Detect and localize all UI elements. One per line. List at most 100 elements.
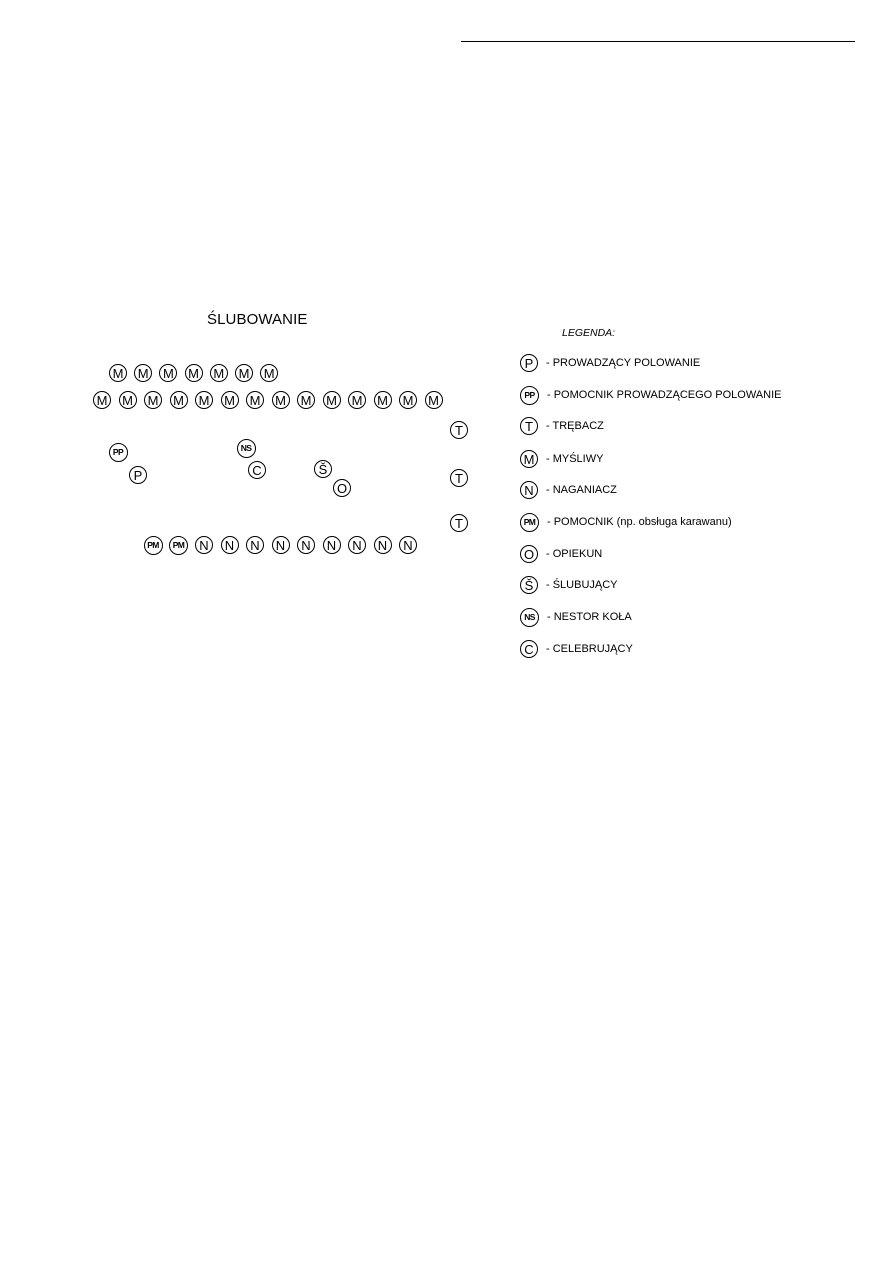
trumpeter-token-label: T: [455, 470, 463, 486]
beater-token: N: [271, 536, 290, 554]
leader-token-label: P: [133, 467, 143, 483]
legend-item-label: - POMOCNIK (np. obsługa karawanu): [547, 516, 732, 528]
legend-symbol-token-label: PP: [524, 389, 535, 400]
assistant-token-label: PM: [147, 539, 159, 550]
legend-item: N - NAGANIACZ: [520, 479, 617, 501]
leader-assistant-token-label: PP: [112, 446, 124, 457]
hunter-token-label: M: [428, 392, 439, 408]
oath-taker-token: Š: [314, 460, 332, 478]
hunter-token-label: M: [173, 392, 184, 408]
diagram-title: ŚLUBOWANIE: [207, 311, 308, 328]
hunter-token-label: M: [263, 365, 275, 381]
legend-symbol-token: PP: [520, 385, 539, 405]
beater-token-label: N: [352, 537, 362, 553]
beater-token: N: [246, 536, 264, 554]
trumpeter-token: T: [450, 514, 468, 532]
legend-symbol-token-label: NS: [524, 611, 535, 622]
hunter-token-label: M: [96, 392, 108, 408]
beater-token-label: N: [199, 537, 209, 553]
legend-item: C - CELEBRUJĄCY: [520, 638, 633, 660]
legend-item: O - OPIEKUN: [520, 543, 602, 565]
beater-token-label: N: [301, 537, 311, 553]
trumpeter-token-label: T: [455, 515, 463, 531]
hunter-token: M: [246, 391, 264, 409]
legend-symbol-token: T: [520, 417, 538, 435]
legend-symbol-token: PM: [520, 512, 539, 532]
legend-symbol-token: NS: [520, 607, 539, 627]
beater-token-label: N: [275, 537, 286, 553]
celebrant-token: C: [248, 461, 266, 479]
legend-item: Š- ŚLUBUJĄCY: [520, 574, 618, 596]
beater-token: N: [297, 536, 315, 554]
beater-token-label: N: [377, 537, 388, 553]
hunter-token-label: M: [137, 365, 149, 381]
hunter-token-label: M: [351, 392, 363, 408]
hunter-token: M: [118, 391, 137, 409]
hunter-token-label: M: [198, 392, 210, 408]
guardian-token: O: [333, 479, 351, 497]
hunter-token-label: M: [147, 392, 159, 408]
hunter-token-label: M: [213, 365, 225, 381]
beater-token: N: [220, 536, 239, 554]
hunter-token-label: M: [275, 392, 286, 408]
beater-token-label: N: [224, 537, 235, 553]
hunter-token: M: [235, 364, 253, 382]
hunter-token: M: [348, 391, 366, 409]
legend-symbol-token-label: C: [524, 641, 534, 657]
header-rule: [461, 41, 855, 42]
hunter-token: M: [271, 391, 290, 409]
beater-token: N: [399, 536, 417, 554]
legend-symbol-token-label: N: [524, 482, 534, 498]
nestor-token-label: NS: [240, 442, 252, 453]
beater-token: N: [373, 536, 392, 554]
legend-item-label: - TRĘBACZ: [546, 420, 604, 432]
legend-item: PP- POMOCNIK PROWADZĄCEGO POLOWANIE: [520, 384, 781, 406]
legend-symbol-token-label: O: [523, 546, 535, 562]
hunter-token: M: [220, 391, 239, 409]
legend-symbol-token: Š: [520, 576, 538, 594]
hunter-token: M: [144, 391, 162, 409]
hunter-token: M: [184, 364, 203, 382]
leader-assistant-token: PP: [108, 442, 128, 462]
legend-item-label: - OPIEKUN: [546, 548, 603, 560]
hunter-token: M: [109, 364, 127, 382]
legend-symbol-token-label: PM: [523, 516, 536, 527]
hunter-token: M: [169, 391, 188, 409]
hunter-token-label: M: [300, 392, 312, 408]
hunter-token-label: M: [188, 365, 200, 381]
legend-item-label: - NAGANIACZ: [546, 484, 617, 496]
legend-item: M- MYŚLIWY: [520, 448, 603, 470]
hunter-token: M: [134, 364, 153, 382]
beater-token-label: N: [403, 537, 413, 553]
legend-symbol-token-label: P: [524, 355, 534, 371]
assistant-token: PM: [143, 535, 163, 555]
celebrant-token-label: C: [252, 462, 262, 478]
legend-item-label: - PROWADZĄCY POLOWANIE: [546, 357, 701, 369]
trumpeter-token: T: [450, 421, 468, 439]
hunter-token: M: [93, 391, 111, 409]
hunter-token: M: [195, 391, 213, 409]
hunter-token-label: M: [238, 365, 250, 381]
beater-token: N: [348, 536, 366, 554]
legend-symbol-token-label: M: [523, 451, 535, 467]
hunter-token: M: [399, 391, 417, 409]
leader-token: P: [129, 466, 147, 484]
oath-taker-token-label: Š: [318, 461, 328, 477]
hunter-token: M: [373, 391, 392, 409]
hunter-token-label: M: [377, 392, 388, 408]
legend-symbol-token: C: [520, 640, 538, 658]
nestor-token: NS: [236, 438, 256, 458]
legend-item-label: - CELEBRUJĄCY: [546, 643, 633, 655]
hunter-token: M: [297, 391, 315, 409]
legend-item-label: - NESTOR KOŁA: [547, 611, 632, 623]
legend-item: P - PROWADZĄCY POLOWANIE: [520, 352, 700, 374]
trumpeter-token-label: T: [455, 422, 463, 438]
assistant-token: PM: [169, 535, 188, 555]
legend-item: PM - POMOCNIK (np. obsługa karawanu): [520, 511, 732, 533]
legend-symbol-token: O: [520, 545, 538, 563]
legend-symbol-token: P: [520, 354, 538, 372]
hunter-token: M: [424, 391, 443, 409]
hunter-token: M: [260, 364, 279, 382]
legend-symbol-token: N: [520, 481, 538, 499]
